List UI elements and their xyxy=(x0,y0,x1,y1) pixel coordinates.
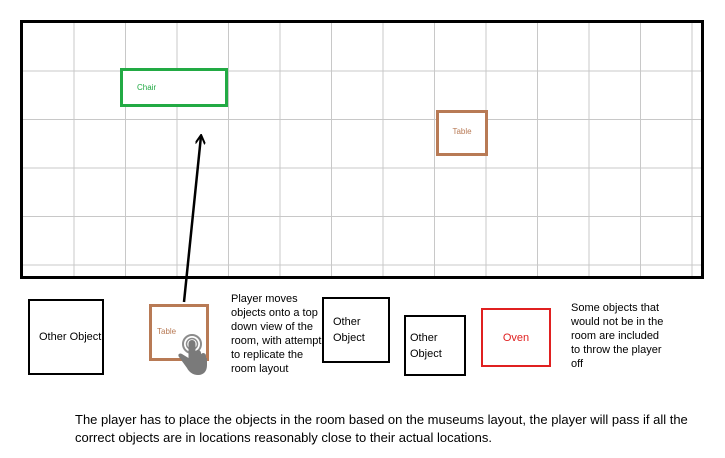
room-chair-object[interactable]: Chair xyxy=(120,68,228,107)
player-moves-note: Player moves objects onto a top down vie… xyxy=(231,293,322,375)
tray-oven-object[interactable]: Oven xyxy=(481,308,551,367)
tray-oven-label: Oven xyxy=(502,331,530,344)
tray-other-object-3-label: Other Object xyxy=(410,331,442,360)
tray-other-object-1[interactable]: Other Object xyxy=(28,299,104,375)
room-grid xyxy=(20,20,704,279)
room-table-label: Table xyxy=(452,127,472,136)
tray-table-label: Table xyxy=(157,327,177,336)
tray-other-object-3[interactable]: Other Object xyxy=(404,315,466,376)
room-table-object[interactable]: Table xyxy=(436,110,488,156)
decoy-objects-note: Some objects that would not be in the ro… xyxy=(571,302,664,370)
tray-other-object-2-label: Other Object xyxy=(333,316,365,344)
tray-other-object-2[interactable]: Other Object xyxy=(322,297,390,363)
tray-table-object[interactable]: Table xyxy=(149,304,209,361)
tray-other-object-1-label: Other Object xyxy=(39,331,102,343)
touch-hand-icon xyxy=(178,334,207,375)
caption: The player has to place the objects in t… xyxy=(75,412,688,445)
room-chair-label: Chair xyxy=(137,83,157,92)
